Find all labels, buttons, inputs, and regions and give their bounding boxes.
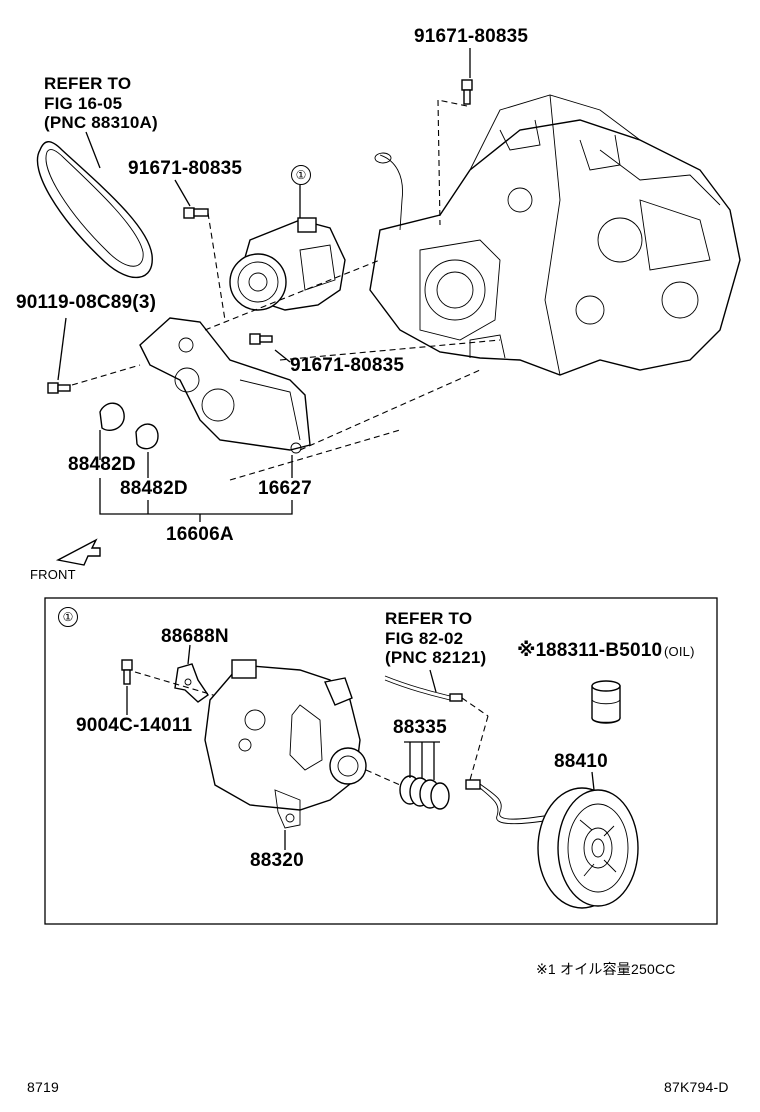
footnote: ※1 オイル容量250CC [536, 961, 676, 977]
bolt-top-art [461, 79, 473, 105]
compressor-inset-art [204, 659, 367, 829]
refer-top-line3: (PNC 88310A) [44, 113, 158, 132]
compressor-art [229, 217, 346, 311]
engine-block [369, 94, 741, 376]
part-oil[interactable]: 88311-B5010 [546, 640, 663, 661]
oil-bottle-art [591, 680, 621, 724]
cap-art [99, 402, 159, 450]
part-bracket[interactable]: 16627 [258, 478, 312, 499]
front-label: FRONT [30, 567, 76, 582]
figure-code: 87K794-D [664, 1079, 729, 1095]
oil-note: (OIL) [664, 644, 695, 659]
part-cap-1[interactable]: 88482D [68, 454, 136, 475]
bolt-left-art [183, 207, 209, 219]
screw-art [121, 659, 133, 685]
refer-top-line2: FIG 16-05 [44, 94, 123, 113]
part-coil[interactable]: 88335 [393, 717, 447, 738]
clip-art [174, 663, 209, 703]
callout-mark-top: ① [291, 165, 311, 185]
part-bolt-top[interactable]: 91671-80835 [414, 26, 529, 47]
bracket-art [139, 317, 311, 454]
part-cap-2[interactable]: 88482D [120, 478, 188, 499]
part-compressor[interactable]: 88320 [250, 850, 304, 871]
part-clip[interactable]: 88688N [161, 626, 229, 647]
clutch-art [537, 787, 639, 909]
callout-mark-inset: ① [58, 607, 78, 627]
bolt-bracket-art [47, 382, 71, 394]
part-assembly[interactable]: 16606A [166, 524, 234, 545]
part-clutch[interactable]: 88410 [554, 751, 608, 772]
front-arrow-icon [55, 538, 101, 566]
bolt-mid-art [249, 333, 273, 345]
oil-mark: ※1 [517, 640, 547, 661]
inset-frame [44, 597, 718, 925]
refer-inset-line1: REFER TO [385, 609, 473, 628]
refer-top-line1: REFER TO [44, 74, 132, 93]
drive-belt [36, 141, 153, 278]
coil-art [399, 775, 450, 810]
page-number: 8719 [27, 1079, 59, 1095]
refer-inset-line3: (PNC 82121) [385, 648, 487, 667]
part-bolt-mid[interactable]: 91671-80835 [290, 355, 405, 376]
part-bolt-left[interactable]: 91671-80835 [128, 158, 243, 179]
part-screw[interactable]: 9004C-14011 [76, 715, 193, 736]
refer-inset-line2: FIG 82-02 [385, 629, 464, 648]
part-bolt-bracket[interactable]: 90119-08C89(3) [16, 292, 157, 313]
